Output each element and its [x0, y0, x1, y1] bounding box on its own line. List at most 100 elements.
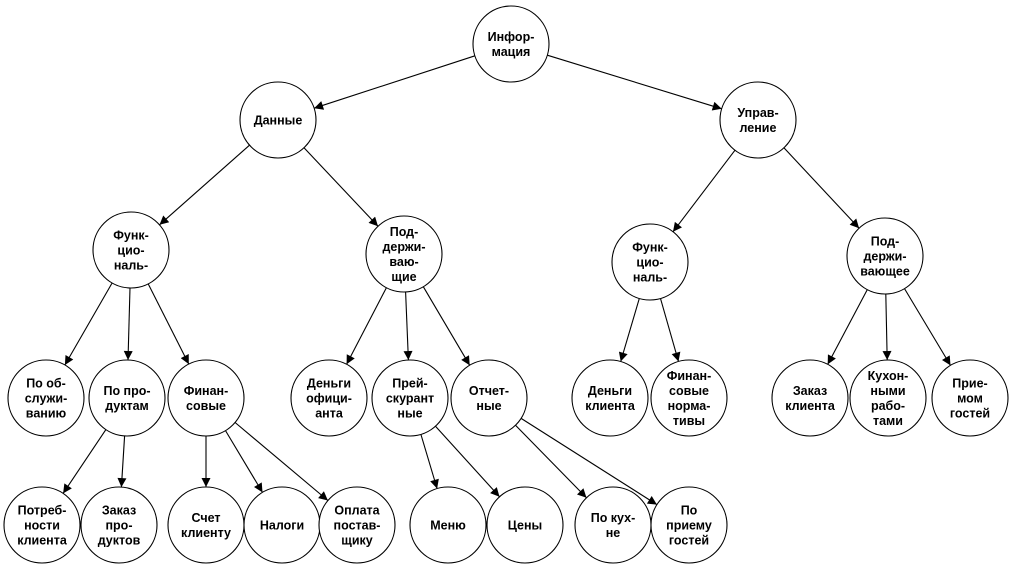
node-label: Функ-цио-наль- — [632, 241, 668, 285]
edge-data-d_func — [159, 144, 250, 226]
node-label-line: Деньги — [588, 384, 632, 398]
node-label: Под-держи-ваю-щие — [382, 225, 425, 284]
node-serv: По об-служи-ванию — [7, 359, 85, 437]
node-label: По кух-не — [591, 511, 636, 540]
node-label-line: Управ- — [737, 106, 778, 120]
node-circle — [650, 359, 728, 437]
edge-m_func-cmoney — [618, 298, 640, 362]
edge-price-menu — [420, 434, 439, 489]
node-label-line: рабо- — [871, 399, 905, 413]
node-label-line: ными — [870, 384, 905, 398]
node-label-line: Финан- — [667, 369, 712, 383]
node-label: Финан-совые — [184, 384, 229, 413]
node-data: Данные — [239, 81, 317, 159]
node-circle — [574, 486, 652, 564]
node-label: Налоги — [260, 519, 304, 533]
node-label-line: тами — [873, 414, 903, 428]
node-fin: Финан-совые — [167, 359, 245, 437]
node-m_supp: Под-держи-вающее — [846, 217, 924, 295]
node-circle — [771, 359, 849, 437]
node-circle — [88, 359, 166, 437]
edge-m_supp-guests — [904, 288, 951, 366]
node-label-line: Меню — [430, 519, 466, 533]
node-circle — [167, 359, 245, 437]
node-circle — [719, 81, 797, 159]
node-label: Под-держи-вающее — [860, 235, 910, 279]
node-circle — [3, 486, 81, 564]
edge-data-d_supp — [303, 147, 379, 227]
node-prices: Цены — [486, 486, 564, 564]
node-circle — [365, 215, 443, 293]
edge-d_func-prod — [123, 287, 133, 361]
edge-mgmt-m_func — [672, 149, 736, 233]
node-circle — [318, 486, 396, 564]
node-label-line: норма- — [668, 399, 711, 413]
edge-prod-porder — [117, 435, 127, 488]
node-label-line: мация — [492, 45, 531, 59]
node-label: Инфор-мация — [488, 30, 535, 59]
node-label-line: Счет — [191, 511, 220, 525]
node-label-line: Функ- — [632, 241, 668, 255]
node-label-line: По об- — [26, 377, 66, 391]
node-label-line: Под- — [871, 235, 900, 249]
node-label-line: Цены — [508, 519, 542, 533]
edge-report-byguest — [520, 417, 658, 506]
node-label-line: Потреб- — [18, 504, 67, 518]
node-label-line: ление — [740, 121, 777, 135]
node-label-line: ванию — [26, 407, 67, 421]
node-circle — [846, 217, 924, 295]
node-label-line: щику — [341, 534, 372, 548]
node-label-line: цио- — [636, 256, 663, 270]
node-label-line: щие — [391, 270, 416, 284]
node-label-line: Оплата — [334, 504, 380, 518]
node-circle — [611, 223, 689, 301]
node-label-line: не — [606, 526, 621, 540]
node-label-line: гостей — [950, 407, 990, 421]
node-circle — [371, 359, 449, 437]
node-label-line: Заказ — [793, 384, 827, 398]
node-label: Меню — [430, 519, 466, 533]
edge-report-bykitchen — [515, 424, 587, 499]
node-label-line: ваю- — [389, 255, 418, 269]
node-label-line: совые — [669, 384, 709, 398]
node-label-line: Под- — [390, 225, 419, 239]
node-label-line: офици- — [306, 392, 352, 406]
node-circle — [571, 359, 649, 437]
node-label-line: держи- — [863, 250, 906, 264]
node-circle — [239, 81, 317, 159]
node-circle — [472, 5, 550, 83]
node-circle — [92, 211, 170, 289]
node-label-line: наль- — [114, 259, 148, 273]
node-circle — [7, 359, 85, 437]
node-label-line: тивы — [673, 414, 705, 428]
edge-fin-pay — [234, 422, 329, 501]
edge-info-mgmt — [547, 54, 722, 111]
edge-info-data — [313, 55, 476, 110]
node-label-line: клиента — [785, 399, 836, 413]
edge-d_supp-report — [422, 286, 471, 366]
node-label-line: Налоги — [260, 519, 304, 533]
node-label-line: Кухон- — [868, 369, 909, 383]
node-label-line: Финан- — [184, 384, 229, 398]
node-label-line: клиента — [585, 399, 636, 413]
node-label-line: ные — [397, 407, 422, 421]
node-label-line: Инфор- — [488, 30, 535, 44]
edge-d_func-serv — [64, 282, 113, 366]
node-label-line: гостей — [669, 534, 709, 548]
node-d_func: Функ-цио-наль- — [92, 211, 170, 289]
edge-prod-needs — [62, 429, 107, 494]
node-label-line: постав- — [334, 519, 381, 533]
